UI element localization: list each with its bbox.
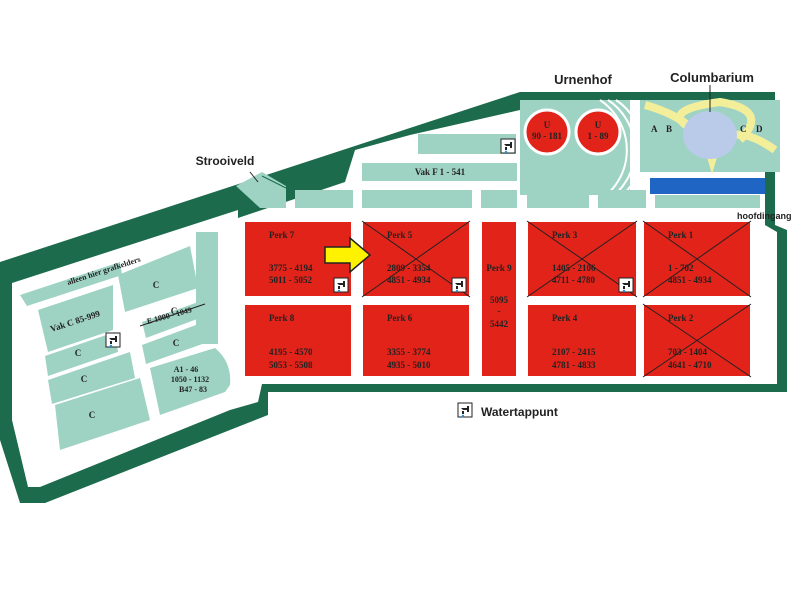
- closed-cross-line: [642, 303, 752, 378]
- urnenhof-label: Urnenhof: [554, 72, 612, 87]
- c-label-5: C: [173, 338, 180, 348]
- urn-right-letter: U: [595, 120, 602, 130]
- perk-1-range1: 1 - 702: [668, 263, 694, 273]
- perk-2-name: Perk 2: [668, 313, 694, 323]
- c-label-6: C: [89, 410, 96, 420]
- a-section-line1: A1 - 46: [174, 365, 198, 374]
- legend: Watertappunt: [457, 402, 558, 419]
- perk-7-range1: 3775 - 4194: [269, 263, 313, 273]
- c-label-4: C: [81, 374, 88, 384]
- water-tap-icon: [451, 277, 467, 293]
- perk-3-name: Perk 3: [552, 230, 578, 240]
- vak-f-label: Vak F 1 - 541: [415, 167, 466, 177]
- columbarium-letter-b: B: [666, 124, 672, 134]
- c-label-3: C: [171, 306, 178, 316]
- columbarium-letter-c: C: [740, 124, 747, 134]
- perk-4-range2: 4781 - 4833: [552, 360, 596, 370]
- upper-plots: [236, 134, 760, 208]
- urn-circle-right: [574, 108, 622, 156]
- perk-6-name: Perk 6: [387, 313, 413, 323]
- perk-9-line3: 5442: [490, 319, 509, 329]
- urn-left-letter: U: [544, 120, 551, 130]
- urn-right-range: 1 - 89: [588, 131, 609, 141]
- closed-cross-line: [642, 220, 752, 298]
- perk-6-range1: 3355 - 3774: [387, 347, 431, 357]
- perk-2[interactable]: Perk 2 703 - 1404 4641 - 4710: [642, 303, 752, 378]
- legend-watertappunt-label: Watertappunt: [481, 405, 558, 419]
- perk-5-range2: 4851 - 4934: [387, 275, 431, 285]
- closed-cross-line: [526, 220, 638, 298]
- c-label-2: C: [75, 348, 82, 358]
- perk-4[interactable]: Perk 4 2107 - 2415 4781 - 4833: [526, 303, 638, 378]
- perk-9[interactable]: Perk 9 5095 - 5442: [480, 220, 518, 378]
- columbarium-label: Columbarium: [670, 70, 754, 85]
- columbarium-letter-a: A: [651, 124, 658, 134]
- water-strip: [650, 178, 765, 194]
- perk-9-name: Perk 9: [486, 263, 512, 273]
- left-plots: [20, 232, 231, 450]
- perk-8-name: Perk 8: [269, 313, 295, 323]
- c-label-1: C: [153, 280, 160, 290]
- perk-2-range1: 703 - 1404: [668, 347, 707, 357]
- perk-8[interactable]: Perk 8 4195 - 4570 5053 - 5508: [243, 303, 353, 378]
- columbarium-letter-d: D: [756, 124, 763, 134]
- perk-3[interactable]: Perk 3 1405 - 2106 4711 - 4780: [526, 220, 638, 298]
- perk-7[interactable]: Perk 7 3775 - 4194 5011 - 5052: [243, 220, 353, 298]
- water-tap-icon: [333, 277, 349, 293]
- water-tap-icon: [457, 402, 473, 418]
- perk-4-name: Perk 4: [552, 313, 578, 323]
- a-section-line3: B47 - 83: [179, 385, 207, 394]
- perk-9-line2: -: [498, 306, 501, 316]
- perk-9-line1: 5095: [490, 295, 509, 305]
- location-arrow: [324, 236, 372, 274]
- water-tap-icon: [500, 138, 516, 154]
- columbarium-pond: [683, 111, 737, 159]
- perk-6[interactable]: Perk 6 3355 - 3774 4935 - 5010: [361, 303, 471, 378]
- urn-circle-left: [523, 108, 571, 156]
- water-tap-icon: [105, 332, 121, 348]
- perk-8-range2: 5053 - 5508: [269, 360, 313, 370]
- closed-cross-line: [361, 220, 471, 298]
- perk-1-range2: 4851 - 4934: [668, 275, 712, 285]
- perk-3-range1: 1405 - 2106: [552, 263, 596, 273]
- perk-3-range2: 4711 - 4780: [552, 275, 596, 285]
- strooiveld-label: Strooiveld: [196, 154, 255, 168]
- columbarium-area: A B C D: [640, 85, 780, 194]
- perk-7-name: Perk 7: [269, 230, 295, 240]
- perk-1[interactable]: Perk 1 1 - 702 4851 - 4934: [642, 220, 752, 298]
- perk-4-range1: 2107 - 2415: [552, 347, 596, 357]
- perk-5-name: Perk 5: [387, 230, 413, 240]
- perk-6-range2: 4935 - 5010: [387, 360, 431, 370]
- urn-left-range: 90 - 181: [532, 131, 562, 141]
- urnenhof-area: U 90 - 181 U 1 - 89: [520, 99, 644, 201]
- perk-5-range1: 2809 - 3354: [387, 263, 431, 273]
- perk-8-range1: 4195 - 4570: [269, 347, 313, 357]
- perk-1-name: Perk 1: [668, 230, 694, 240]
- a-section-line2: 1050 - 1132: [171, 375, 209, 384]
- perk-2-range2: 4641 - 4710: [668, 360, 712, 370]
- perk-5[interactable]: Perk 5 2809 - 3354 4851 - 4934: [361, 220, 471, 298]
- water-tap-icon: [618, 277, 634, 293]
- hoofdingang-label: hoofdingang: [737, 211, 791, 221]
- perk-7-range2: 5011 - 5052: [269, 275, 313, 285]
